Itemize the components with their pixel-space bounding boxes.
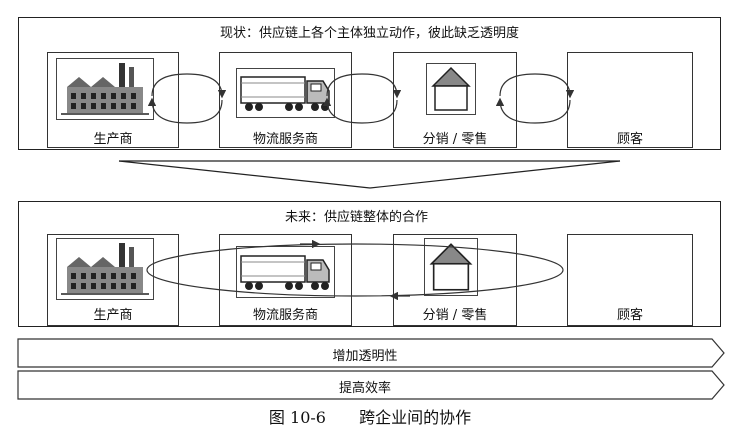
factory-icon xyxy=(61,243,149,295)
figure-number: 图 10-6 xyxy=(268,408,326,427)
producer-label: 生产商 xyxy=(93,132,133,147)
logistics-label: 物流服务商 xyxy=(252,132,318,147)
current-state-panel: 现状：供应链上各个主体独立动作，彼此缺乏透明度 xyxy=(18,17,721,150)
producer-box: 生产商 xyxy=(47,52,179,148)
house-picture-future xyxy=(424,238,478,296)
retail-box: 分销 / 零售 xyxy=(393,52,517,148)
logistics-label-future: 物流服务商 xyxy=(252,308,318,323)
future-state-panel: 未来：供应链整体的合作 生产 xyxy=(18,201,721,327)
factory-icon xyxy=(61,63,149,115)
factory-picture-future xyxy=(56,238,154,300)
retail-label-future: 分销 / 零售 xyxy=(422,308,488,323)
house-picture xyxy=(426,63,476,115)
current-state-title: 现状：供应链上各个主体独立动作，彼此缺乏透明度 xyxy=(219,26,519,41)
truck-icon xyxy=(240,255,330,290)
customer-label: 顾客 xyxy=(616,132,643,147)
logistics-box-future: 物流服务商 xyxy=(219,234,352,326)
producer-box-future: 生产商 xyxy=(47,234,179,326)
truck-icon xyxy=(240,76,330,111)
efficiency-label: 提高效率 xyxy=(338,381,391,396)
factory-picture xyxy=(56,58,154,120)
customer-box: 顾客 xyxy=(567,52,693,148)
producer-label-future: 生产商 xyxy=(93,308,133,323)
truck-picture xyxy=(236,68,335,118)
truck-picture-future xyxy=(236,246,335,298)
logistics-box: 物流服务商 xyxy=(219,52,352,148)
retail-label: 分销 / 零售 xyxy=(422,132,488,147)
figure-title: 跨企业间的协作 xyxy=(359,408,472,427)
house-icon xyxy=(429,243,473,291)
house-icon xyxy=(431,66,471,111)
transparency-label: 增加透明性 xyxy=(332,349,398,364)
figure-caption: 图 10-6 跨企业间的协作 xyxy=(0,404,740,428)
transition-funnel xyxy=(118,160,621,189)
retail-box-future: 分销 / 零售 xyxy=(393,234,517,326)
customer-label-future: 顾客 xyxy=(616,308,643,323)
customer-box-future: 顾客 xyxy=(567,234,693,326)
future-state-title: 未来：供应链整体的合作 xyxy=(285,210,429,225)
